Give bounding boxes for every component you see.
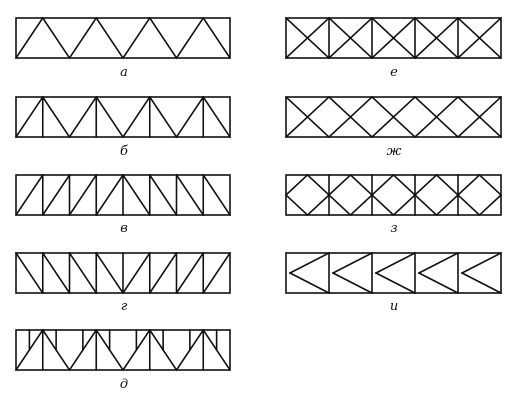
truss-member [331,251,374,275]
truss-member [68,95,98,139]
truss-chords [15,329,231,371]
truss-chords [285,96,502,138]
truss-member [413,16,460,60]
truss-member [175,95,205,139]
truss-chords [15,96,231,138]
truss-member [374,251,417,275]
truss-member [175,173,205,217]
truss-member [306,173,331,197]
truss-member [327,16,374,60]
truss-member [41,16,71,60]
label-g: г [121,299,128,314]
truss-member [148,251,178,295]
truss-member [68,16,98,60]
truss-member [14,173,44,217]
truss-v [14,173,232,217]
truss-member [175,251,205,295]
label-e: е [390,65,398,80]
truss-member [413,173,438,197]
truss-member [14,95,44,139]
truss-member [413,95,460,139]
truss-member [175,16,205,60]
truss-member [349,193,374,217]
truss-member [41,251,71,295]
truss-member [202,16,232,60]
truss-member [95,16,125,60]
truss-member [121,173,151,217]
truss-member [41,95,71,139]
label-i: и [390,299,398,314]
truss-g [14,251,232,295]
truss-member [478,193,503,217]
truss-member [284,193,309,217]
truss-i [285,251,503,295]
truss-member [370,193,395,217]
truss-chords [285,252,502,294]
truss-member [392,173,417,197]
truss-member [370,95,417,139]
truss-member [370,16,417,60]
truss-member [413,193,438,217]
truss-member [456,95,503,139]
truss-member [41,173,71,217]
truss-member [435,193,460,217]
label-z: з [390,221,397,236]
truss-member [148,173,178,217]
truss-member [456,16,503,60]
truss-member [95,173,125,217]
truss-member [284,173,309,197]
truss-a [14,16,232,60]
truss-member [284,95,331,139]
truss-member [202,251,232,295]
truss-member [374,271,417,295]
label-a: а [120,65,128,80]
truss-chords [285,17,502,59]
truss-member [95,95,125,139]
truss-member [288,251,331,275]
truss-member [435,173,460,197]
truss-member [14,16,44,60]
truss-member [148,95,178,139]
truss-member [284,16,331,60]
truss-member [68,251,98,295]
truss-member [202,173,232,217]
truss-member [148,16,178,60]
truss-member [14,251,44,295]
truss-d [14,328,232,372]
truss-member [460,271,503,295]
label-zh: ж [387,144,402,159]
truss-member [370,173,395,197]
truss-member [327,193,352,217]
label-v: в [120,221,128,236]
truss-member [478,173,503,197]
truss-member [456,173,481,197]
truss-zh [284,95,503,139]
truss-member [121,251,151,295]
truss-member [392,193,417,217]
truss-member [327,95,374,139]
truss-member [202,95,232,139]
label-d: д [120,377,128,392]
truss-chords [15,17,231,59]
label-b: б [120,144,128,159]
truss-member [456,193,481,217]
truss-chords [285,174,502,216]
truss-member [327,173,352,197]
truss-member [349,173,374,197]
truss-member [121,95,151,139]
truss-member [417,251,460,275]
truss-member [417,271,460,295]
truss-member [460,251,503,275]
truss-member [121,16,151,60]
truss-e [284,16,503,60]
truss-member [95,251,125,295]
truss-member [68,173,98,217]
truss-z [284,173,503,217]
truss-member [306,193,331,217]
truss-member [288,271,331,295]
truss-member [331,271,374,295]
truss-b [14,95,232,139]
